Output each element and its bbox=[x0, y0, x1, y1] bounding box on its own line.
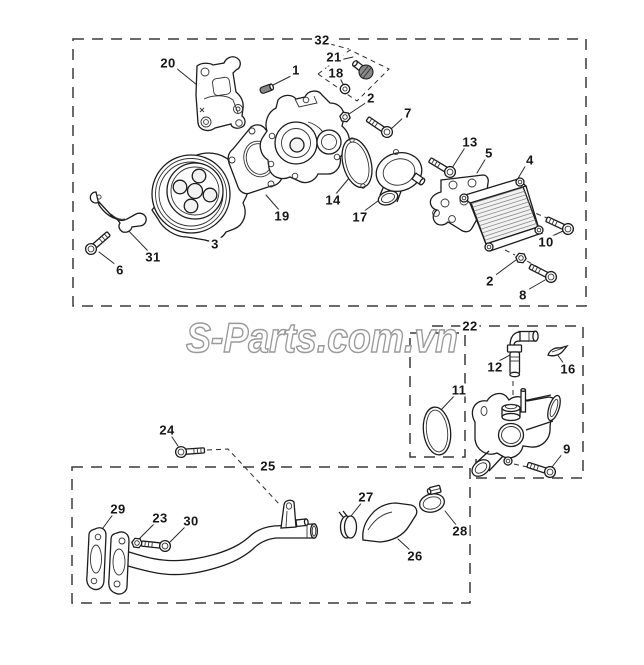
callout-29: 29 bbox=[108, 501, 128, 517]
part-nut-2-lower bbox=[514, 252, 528, 264]
group-box-coolant-pipe bbox=[71, 466, 471, 604]
part-bolt-30 bbox=[140, 537, 172, 553]
part-pipe-25 bbox=[108, 499, 319, 595]
callout-16: 16 bbox=[558, 361, 578, 377]
callout-12: 12 bbox=[485, 359, 505, 375]
part-washer-18 bbox=[339, 83, 351, 95]
part-gasket-29 bbox=[86, 527, 107, 591]
callout-10: 10 bbox=[536, 234, 556, 250]
callout-6: 6 bbox=[114, 262, 126, 278]
part-bracket-20 bbox=[195, 56, 246, 132]
callout-25: 25 bbox=[258, 458, 278, 474]
part-bolt-9 bbox=[525, 458, 558, 480]
callout-2-upper: 2 bbox=[365, 90, 377, 106]
part-plate-5 bbox=[429, 174, 489, 233]
callout-1: 1 bbox=[290, 62, 302, 78]
part-bolt-7 bbox=[363, 113, 396, 141]
callout-14: 14 bbox=[323, 192, 343, 208]
part-sensor-21 bbox=[351, 60, 374, 80]
part-housing-22 bbox=[471, 388, 561, 477]
part-bolt-13 bbox=[426, 154, 459, 181]
part-oil-cooler-4 bbox=[459, 177, 544, 252]
part-stud-1 bbox=[259, 83, 275, 94]
callout-4: 4 bbox=[524, 152, 536, 168]
callout-22: 22 bbox=[460, 318, 480, 334]
part-bracket-31 bbox=[89, 191, 147, 233]
part-sensor-12 bbox=[506, 330, 539, 378]
part-clamp-27 bbox=[338, 510, 358, 539]
part-thermostat-17 bbox=[375, 148, 426, 206]
callout-2-lower: 2 bbox=[484, 273, 496, 289]
part-bolt-24 bbox=[174, 444, 206, 459]
part-bolt-6 bbox=[82, 228, 113, 258]
part-clip-16 bbox=[547, 344, 569, 357]
callout-26: 26 bbox=[405, 548, 425, 564]
callout-32: 32 bbox=[312, 32, 332, 48]
callout-21: 21 bbox=[324, 49, 344, 65]
callout-31: 31 bbox=[143, 249, 163, 265]
part-pulley-3 bbox=[151, 152, 249, 242]
callout-28: 28 bbox=[450, 523, 470, 539]
callout-18: 18 bbox=[326, 65, 346, 81]
callout-19: 19 bbox=[272, 208, 292, 224]
callout-5: 5 bbox=[483, 145, 495, 161]
callout-27: 27 bbox=[356, 489, 376, 505]
callout-3: 3 bbox=[209, 236, 221, 252]
part-clamp-28 bbox=[419, 484, 445, 513]
callout-13: 13 bbox=[460, 134, 480, 150]
callout-11: 11 bbox=[449, 382, 469, 398]
part-seal-11 bbox=[422, 406, 452, 456]
callout-20: 20 bbox=[158, 55, 178, 71]
callout-9: 9 bbox=[561, 441, 573, 457]
part-hose-26 bbox=[362, 502, 418, 543]
callout-23: 23 bbox=[150, 510, 170, 526]
part-seal-14 bbox=[341, 137, 373, 189]
part-water-pump-body bbox=[259, 90, 351, 184]
callout-17: 17 bbox=[350, 209, 370, 225]
callout-30: 30 bbox=[181, 513, 201, 529]
callout-7: 7 bbox=[402, 105, 414, 121]
callout-8: 8 bbox=[517, 287, 529, 303]
callout-24: 24 bbox=[157, 422, 177, 438]
watermark-text: S-Parts.com.vn bbox=[186, 314, 458, 361]
